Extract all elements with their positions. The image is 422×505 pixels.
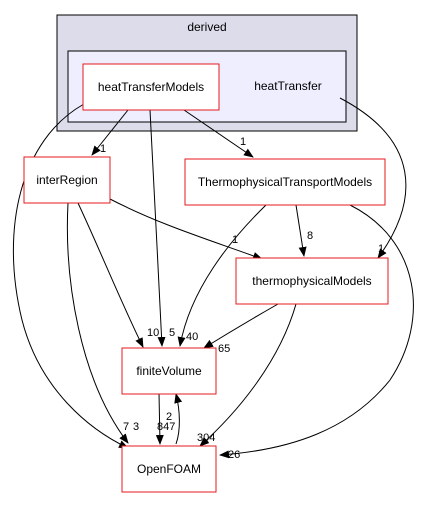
edge-htm-to-openfoam: [12, 103, 129, 449]
cluster-heat-transfer-label: heatTransfer: [254, 79, 322, 93]
edge-label-htm-to-interregion: 1: [100, 143, 106, 155]
edge-label-ttm-to-finitevolume: 40: [186, 331, 198, 343]
edge-interregion-to-openfoam: [66, 202, 129, 444]
edge-interregion-to-finitevolume: [77, 202, 144, 348]
cluster-derived-label: derived: [187, 20, 226, 34]
edge-label-htm-to-openfoam: 7: [123, 421, 129, 433]
edge-label-finitevolume-to-openfoam: 847: [157, 421, 175, 433]
edge-thermo-to-openfoam: [199, 303, 297, 447]
edge-openfoam-to-finitevolume: [174, 393, 183, 445]
node-inter-region[interactable]: [23, 156, 111, 204]
edge-htm-to-finitevolume: [149, 109, 166, 347]
edge-label-thermo-to-openfoam: 304: [197, 432, 215, 444]
edge-ttm-to-finitevolume: [177, 204, 267, 347]
edge-interregion-to-thermo: [107, 197, 263, 260]
node-heat-transfer-models[interactable]: [82, 63, 220, 111]
edge-heattransfer-to-thermo: [339, 97, 407, 259]
edge-thermo-to-finitevolume: [203, 303, 279, 349]
node-finite-volume[interactable]: [121, 347, 217, 395]
edge-label-htm-to-finitevolume: 5: [169, 327, 175, 339]
node-openfoam-label: OpenFOAM: [137, 462, 201, 476]
edge-label-htm-to-ttm: 1: [240, 136, 246, 148]
edge-htm-to-ttm: [183, 109, 254, 158]
edge-label-interregion-to-thermo: 1: [232, 234, 238, 246]
node-thermophysical-models[interactable]: [235, 257, 389, 305]
edge-ttm-to-openfoam: [219, 204, 414, 459]
node-finite-volume-label: finiteVolume: [136, 364, 202, 378]
edge-finitevolume-to-openfoam: [155, 392, 164, 445]
node-heat-transfer-models-label: heatTransferModels: [98, 80, 204, 94]
node-inter-region-label: interRegion: [36, 173, 97, 187]
edge-ttm-to-thermo: [295, 204, 307, 257]
edge-label-interregion-to-finitevolume: 10: [147, 327, 159, 339]
node-openfoam[interactable]: [121, 445, 217, 493]
node-thermophysical-models-label: thermophysicalModels: [252, 274, 371, 288]
edge-label-thermo-to-finitevolume: 65: [218, 343, 230, 355]
node-thermophysical-transport-models[interactable]: [184, 158, 386, 206]
edge-label-ttm-to-thermo: 8: [307, 230, 313, 242]
node-thermophysical-transport-models-label: ThermophysicalTransportModels: [198, 175, 372, 189]
edge-label-openfoam-to-finitevolume: 2: [166, 411, 172, 423]
edge-label-ttm-to-openfoam: 26: [228, 449, 240, 461]
edge-label-heattransfer-to-thermo: 1: [378, 243, 384, 255]
edge-label-interregion-to-openfoam: 3: [133, 421, 139, 433]
edge-htm-to-interregion: [91, 109, 129, 156]
